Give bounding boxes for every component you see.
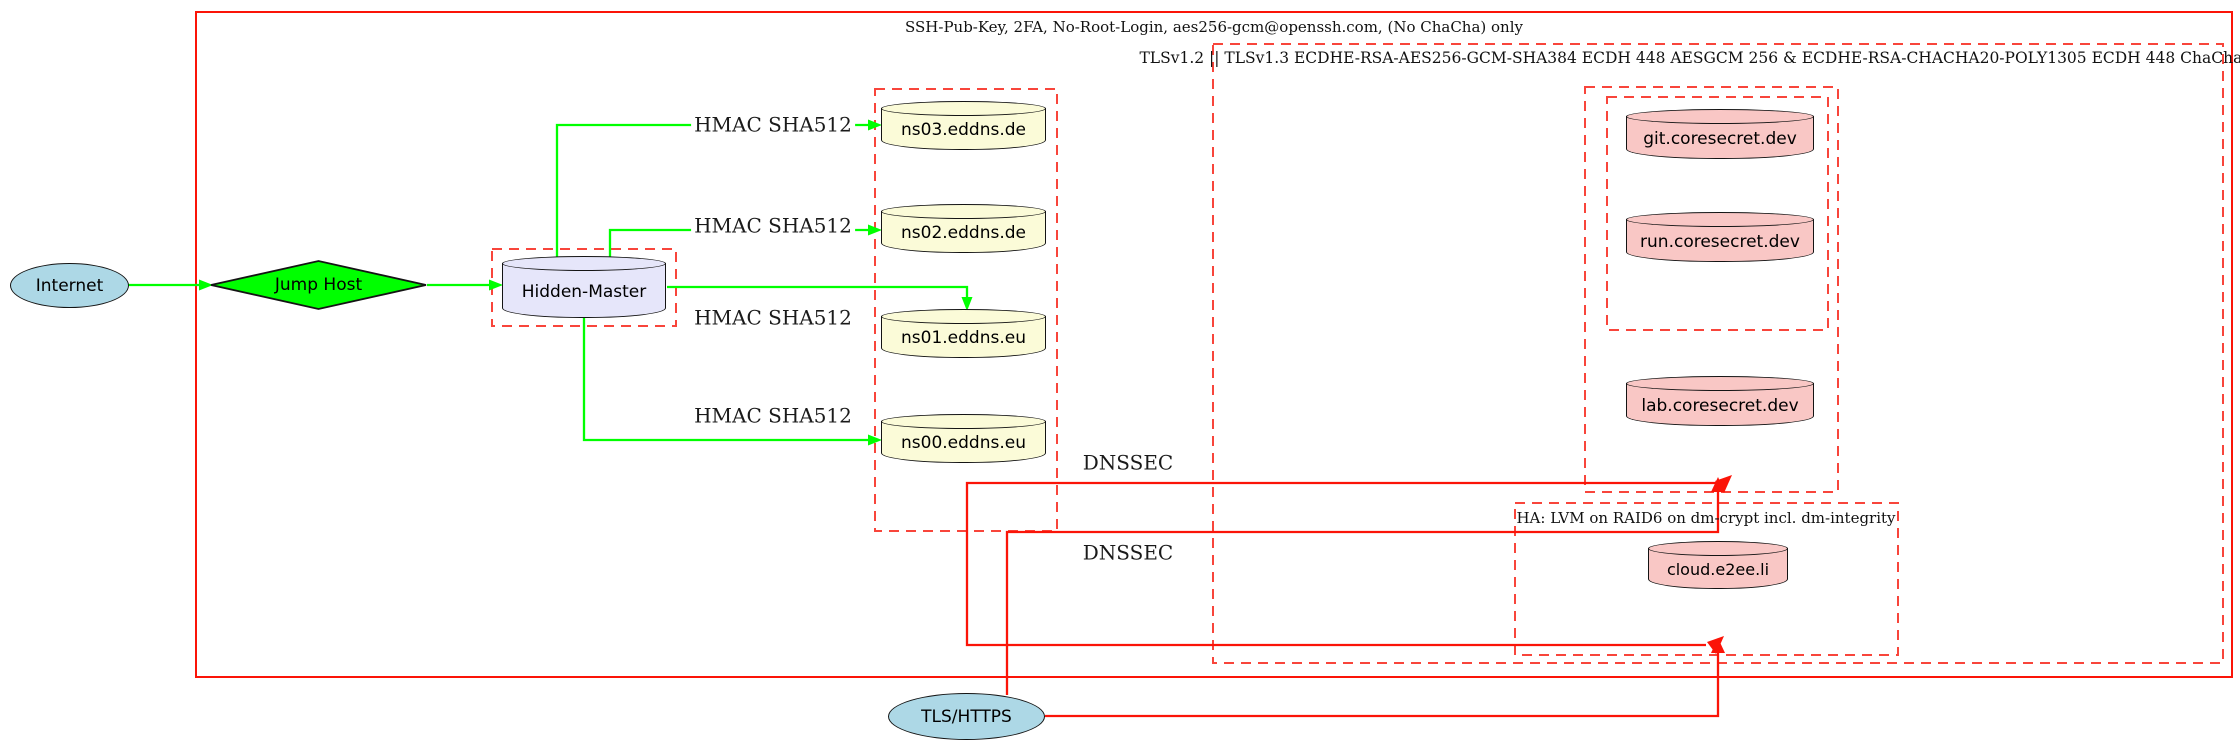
cylinder-top (881, 309, 1046, 324)
node-lab-label: lab.coresecret.dev (1641, 395, 1799, 416)
cylinder-top (1626, 212, 1814, 227)
node-hidden-master-label: Hidden-Master (521, 281, 647, 302)
cylinder-top (881, 101, 1046, 116)
node-ns02: ns02.eddns.de (881, 204, 1046, 253)
cylinder-top (1626, 376, 1814, 391)
cluster-coresecret-inner-box (1606, 96, 1829, 331)
node-ns02-label: ns02.eddns.de (901, 223, 1026, 243)
edge-label-hmac-ns01: HMAC SHA512 (691, 307, 855, 329)
cylinder-top (502, 256, 666, 271)
cylinder-body (502, 263, 666, 318)
node-cloud-label: cloud.e2ee.li (1666, 560, 1770, 579)
cluster-ha-box (1514, 502, 1899, 656)
edge-hiddenmaster-ns01 (667, 285, 969, 297)
cluster-ha-label: HA: LVM on RAID6 on dm-crypt incl. dm-in… (1516, 509, 1896, 527)
edge-label-hmac-ns00: HMAC SHA512 (691, 405, 855, 427)
cluster-ssh-label: SSH-Pub-Key, 2FA, No-Root-Login, aes256-… (905, 18, 1523, 36)
node-git: git.coresecret.dev (1626, 109, 1814, 159)
cylinder-top (1626, 109, 1814, 124)
edge-label-dnssec-2: DNSSEC (1079, 542, 1177, 564)
node-tls-https: TLS/HTTPS (888, 693, 1045, 740)
arrowhead-jumphost-hiddenmaster (489, 279, 503, 291)
edge-label-dnssec-1: DNSSEC (1079, 452, 1177, 474)
edge-hiddenmaster-ns00 (582, 317, 869, 442)
node-run: run.coresecret.dev (1626, 212, 1814, 262)
node-jump-host-label: Jump Host (274, 275, 363, 295)
node-ns00: ns00.eddns.eu (881, 414, 1046, 463)
node-ns03: ns03.eddns.de (881, 101, 1046, 150)
arrowhead-hiddenmaster-ns01 (961, 297, 973, 311)
arrowhead-hiddenmaster-ns02 (868, 224, 882, 236)
arrowhead-dnssec-coresecret (1715, 475, 1732, 493)
arrowhead-hiddenmaster-ns03 (868, 119, 882, 131)
edge-tlshttps-coresecret (1005, 490, 1720, 695)
node-run-label: run.coresecret.dev (1640, 231, 1800, 252)
node-jump-host: Jump Host (210, 260, 427, 310)
node-ns03-label: ns03.eddns.de (901, 120, 1026, 140)
edge-tlshttps-cloud (1045, 651, 1720, 718)
node-internet-label: Internet (35, 275, 104, 296)
arrowhead-internet-jumphost (199, 279, 213, 291)
arrowhead-hiddenmaster-ns00 (868, 434, 882, 446)
arrowhead-tlshttps-coresecret (1711, 477, 1725, 492)
edge-dnssec-coresecret (965, 481, 1716, 647)
node-ns01: ns01.eddns.eu (881, 309, 1046, 358)
node-tls-https-label: TLS/HTTPS (921, 706, 1012, 727)
edge-label-hmac-ns02: HMAC SHA512 (691, 215, 855, 237)
edge-label-hmac-ns03: HMAC SHA512 (691, 114, 855, 136)
node-internet: Internet (10, 263, 129, 308)
node-git-label: git.coresecret.dev (1643, 128, 1797, 149)
node-ns01-label: ns01.eddns.eu (901, 328, 1026, 348)
cluster-tls-label: TLSv1.2 || TLSv1.3 ECDHE-RSA-AES256-GCM-… (1139, 49, 2240, 67)
cluster-ssh-box (195, 11, 2233, 678)
node-hidden-master: Hidden-Master (502, 256, 666, 318)
cylinder-top (1648, 541, 1788, 556)
edge-hiddenmaster-ns03 (555, 123, 869, 258)
diamond-shape (210, 260, 427, 310)
node-cloud: cloud.e2ee.li (1648, 541, 1788, 589)
cylinder-top (881, 204, 1046, 219)
arrowhead-tlshttps-cloud (1711, 638, 1725, 653)
cylinder-top (881, 414, 1046, 429)
node-ns00-label: ns00.eddns.eu (901, 433, 1026, 453)
node-lab: lab.coresecret.dev (1626, 376, 1814, 426)
